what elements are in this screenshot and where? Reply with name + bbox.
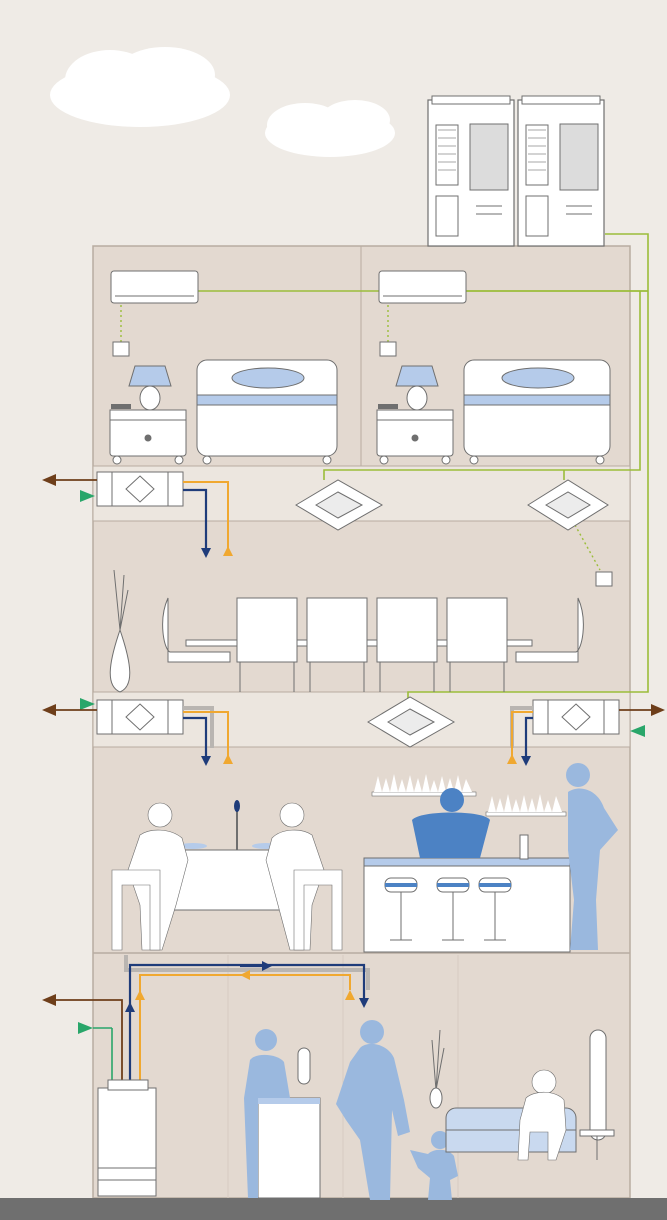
lamp-icon: [297, 1047, 311, 1085]
heat-recovery-ventilator-icon: [532, 699, 620, 735]
bottle-row: [374, 774, 562, 812]
bottle-icon: [519, 834, 529, 860]
floor-standing-ac-icon: [97, 1079, 157, 1197]
cloud-icon: [50, 47, 230, 127]
bed-icon: [463, 359, 611, 465]
controller-wiring: [120, 305, 601, 571]
ceiling-cassette-icon: [367, 696, 456, 748]
outdoor-vrf-unit-icon: [427, 95, 515, 247]
seated-guest-silhouette: [517, 1069, 567, 1161]
dining-chair: [162, 597, 584, 663]
wired-controller-icon: [112, 341, 130, 357]
return-air-arrowheads: [135, 546, 517, 1000]
reception-counter: [257, 1097, 321, 1199]
bar-stool: [384, 877, 418, 941]
receptionist-silhouette: [244, 1029, 290, 1198]
wired-controller-icon: [379, 341, 397, 357]
supply-air-arrowheads: [125, 548, 531, 1012]
bed-icon: [196, 359, 338, 465]
outdoor-vrf-unit-icon: [517, 95, 605, 247]
supply-air-arrow-icon: [128, 488, 533, 1088]
wired-controller-icon: [595, 571, 613, 587]
tall-vase-icon: [429, 1029, 445, 1109]
bartender-silhouette: [412, 788, 490, 858]
heat-recovery-ventilator-icon: [96, 471, 184, 507]
bar-stool: [436, 877, 470, 941]
bedside-lamp-icon: [395, 365, 439, 411]
vase-icon: [109, 569, 131, 693]
side-table-icon: [579, 1129, 615, 1160]
ceiling-cassette-icon: [527, 479, 609, 531]
fresh-air-arrow-icon: [78, 490, 645, 1034]
diner-silhouette: [265, 802, 343, 951]
wall-mounted-ac-icon: [110, 270, 199, 304]
fresh-air-duct: [93, 1027, 113, 1080]
cloud-icon: [265, 100, 395, 157]
bar-counter: [363, 857, 571, 953]
nightstand-icon: [109, 409, 187, 465]
chair-legs: [239, 662, 505, 692]
thermostat-icon: [111, 404, 131, 409]
standing-guest-silhouette: [566, 763, 618, 950]
bedside-lamp-icon: [128, 365, 172, 411]
exhaust-air-arrow-icon: [42, 474, 665, 1085]
nightstand-icon: [376, 409, 454, 465]
diner-silhouette: [111, 802, 189, 951]
heat-recovery-ventilator-icon: [96, 699, 184, 735]
bar-stool: [478, 877, 512, 941]
child-silhouette: [410, 1131, 458, 1200]
mother-silhouette: [336, 1020, 410, 1200]
ground: [0, 1198, 667, 1220]
ceiling-cassette-icon: [295, 479, 384, 531]
thermostat-icon: [378, 404, 398, 409]
floor-lamp-icon: [589, 1029, 607, 1141]
wall-mounted-ac-icon: [378, 270, 467, 304]
